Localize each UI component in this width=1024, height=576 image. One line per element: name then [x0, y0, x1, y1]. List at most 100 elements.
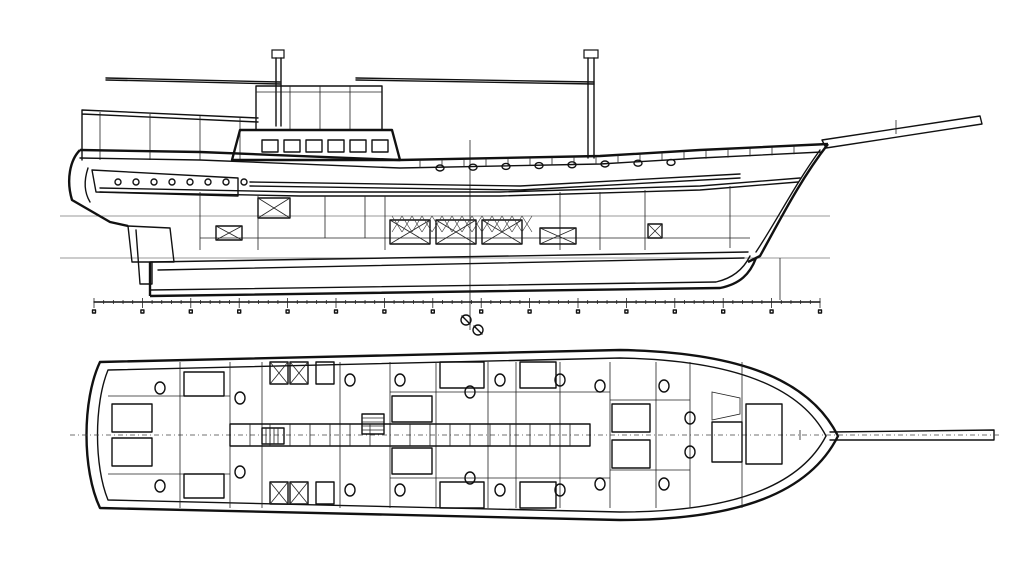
- station-marker: [382, 309, 387, 314]
- station-marker: [479, 309, 484, 314]
- lattice: [471, 215, 483, 233]
- toilet-fixture: [344, 373, 356, 387]
- lattice: [501, 215, 513, 233]
- berth: [183, 473, 225, 499]
- toilet-fixture: [234, 465, 246, 479]
- toilet-fixture: [658, 379, 670, 393]
- berth: [391, 395, 433, 423]
- tank-boxes: [215, 197, 663, 245]
- porthole: [534, 161, 544, 170]
- station-marker: [188, 309, 194, 314]
- berth: [391, 447, 433, 475]
- station-marker: [721, 309, 726, 314]
- upper-deckhouse: [255, 85, 383, 131]
- toilet-fixture: [394, 483, 406, 497]
- wheelhouse-window: [261, 139, 279, 153]
- toilet-fixture: [154, 479, 166, 493]
- tank-box: [389, 219, 431, 245]
- tank-box: [435, 219, 477, 245]
- side-profile: [60, 49, 983, 336]
- tank-box: [215, 225, 243, 241]
- station-marker: [333, 309, 339, 314]
- lattice: [451, 215, 463, 233]
- wheelhouse-window: [327, 139, 345, 153]
- porthole: [150, 178, 158, 186]
- station-marker: [817, 309, 823, 314]
- berth: [183, 371, 225, 397]
- porthole: [240, 178, 248, 186]
- lattice: [481, 215, 493, 233]
- lattice: [491, 215, 503, 233]
- anchor-marks: [460, 314, 484, 336]
- lattice: [421, 215, 433, 233]
- lattice: [401, 215, 413, 233]
- porthole: [666, 158, 676, 167]
- plan-bulkheads: [108, 361, 743, 509]
- frame-scale: [91, 298, 823, 314]
- lattice: [521, 215, 533, 233]
- central-corridor: [229, 423, 591, 447]
- berth: [611, 439, 651, 469]
- wheelhouse-window: [349, 139, 367, 153]
- plan-hull-outer: [85, 348, 840, 522]
- toilet-fixture: [554, 373, 566, 387]
- wheelhouse-window: [283, 139, 301, 153]
- main-mast: [355, 49, 599, 159]
- lattice: [411, 215, 423, 233]
- berth: [111, 437, 153, 467]
- berth: [439, 481, 485, 509]
- hull-profile: [68, 142, 829, 298]
- berth: [611, 403, 651, 433]
- wheelhouse-window: [371, 139, 389, 153]
- toilet-fixture: [594, 379, 606, 393]
- plan-x-boxes: [269, 361, 335, 505]
- lattice: [461, 215, 473, 233]
- upper-portholes: [435, 158, 676, 172]
- aft-railing: [81, 109, 259, 161]
- toilet-fixture: [464, 471, 476, 485]
- porthole: [222, 178, 230, 186]
- berth: [111, 403, 153, 433]
- lattice: [391, 215, 403, 233]
- forward-compartments: [711, 391, 783, 465]
- station-marker: [140, 309, 145, 314]
- station-marker: [575, 309, 581, 314]
- toilet-fixture: [684, 445, 696, 459]
- station-marker: [769, 309, 774, 314]
- wheelhouse-window: [305, 139, 323, 153]
- stairs: [261, 413, 385, 445]
- berth: [519, 361, 557, 389]
- lattice: [441, 215, 453, 233]
- toilet-fixture: [154, 381, 166, 395]
- berth: [519, 481, 557, 509]
- station-marker: [236, 309, 242, 314]
- porthole: [600, 160, 610, 168]
- toilet-fixture: [394, 373, 406, 387]
- porthole: [633, 159, 643, 167]
- station-marker: [285, 309, 290, 314]
- tank-box: [257, 197, 291, 219]
- bowsprit: [821, 115, 983, 149]
- toilet-fixture: [464, 385, 476, 399]
- porthole: [132, 178, 140, 186]
- lower-portholes: [114, 178, 248, 186]
- toilet-fixture: [658, 477, 670, 491]
- station-marker: [624, 309, 629, 314]
- toilet-fixture: [234, 391, 246, 405]
- toilet-fixture: [494, 483, 506, 497]
- tank-box: [539, 227, 577, 245]
- porthole: [468, 163, 478, 171]
- lattice: [511, 215, 523, 233]
- porthole: [204, 178, 212, 186]
- berth: [439, 361, 485, 389]
- toilet-fixture: [594, 477, 606, 491]
- porthole: [114, 178, 122, 186]
- plan-view: [70, 348, 1000, 522]
- station-marker: [527, 309, 532, 314]
- plan-fixtures: [154, 373, 696, 497]
- tank-box: [647, 223, 663, 239]
- station-marker: [430, 309, 435, 314]
- station-marker: [91, 309, 97, 314]
